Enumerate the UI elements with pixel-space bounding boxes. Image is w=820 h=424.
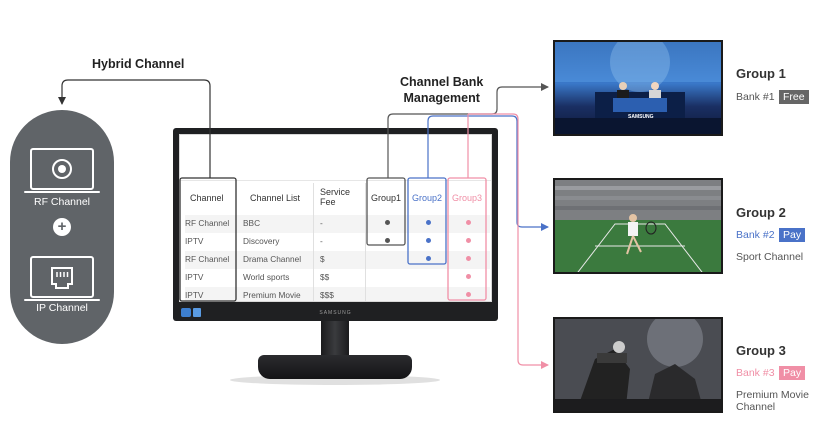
channel-bank-label-line1: Channel Bank [400, 75, 484, 89]
monitor-screen: Channel Channel List Service Fee Group1 … [179, 134, 492, 302]
group3-movie-thumbnail [553, 317, 723, 413]
header-service-fee: Service Fee [320, 187, 350, 207]
group1-badge: Free [779, 90, 809, 104]
header-group2: Group2 [412, 193, 443, 203]
group3-bank: Bank #3 [736, 367, 775, 379]
rf-channel-label: RF Channel [33, 196, 91, 208]
group1-bank: Bank #1 [736, 91, 775, 103]
rf-channel-tv-icon [24, 148, 100, 193]
news-studio-image [555, 42, 721, 134]
rf-signal-icon [52, 159, 72, 179]
column-divider [365, 183, 366, 301]
group2-description: Sport Channel [736, 251, 804, 263]
channel-bank-label-line2: Management [403, 91, 480, 105]
monitor-bezel: SAMSUNG [173, 302, 498, 321]
cell-channel-list: BBC [243, 218, 261, 228]
group3-dot [466, 292, 471, 297]
hybrid-channel-label: Hybrid Channel [92, 57, 185, 71]
header-service-fee-line2: Fee [320, 197, 336, 207]
source-panel: RF Channel + IP Channel [10, 110, 114, 344]
group3-title: Group 3 [736, 343, 786, 358]
group1-news-thumbnail: SAMSUNG [553, 40, 723, 136]
group3-dot [466, 256, 471, 261]
ethernet-port-icon [51, 267, 73, 289]
table-row-bg [185, 251, 490, 269]
table-row-bg [185, 215, 490, 233]
header-channel: Channel [190, 193, 224, 203]
taskbar-window-icon [193, 308, 201, 317]
taskbar-eye-icon [181, 308, 191, 317]
group3-dot [466, 274, 471, 279]
header-channel-list: Channel List [250, 193, 301, 203]
group2-badge: Pay [779, 228, 806, 242]
group1-title: Group 1 [736, 66, 786, 81]
group1-dot [385, 220, 390, 225]
cell-service-fee: - [320, 236, 323, 246]
cell-service-fee: - [320, 218, 323, 228]
ip-channel-tv-icon [24, 256, 100, 301]
cell-channel-list: Premium Movie [243, 290, 301, 300]
header-group3: Group3 [452, 193, 483, 203]
group1-dot [385, 238, 390, 243]
group3-description-line1: Premium Movie [736, 389, 809, 401]
group2-dot [426, 220, 431, 225]
header-service-fee-line1: Service [320, 187, 351, 197]
group3-description: Premium Movie Channel [736, 389, 809, 413]
group3-dot [466, 220, 471, 225]
cell-channel: RF Channel [185, 218, 230, 228]
group2-tennis-thumbnail [553, 178, 723, 274]
cell-channel: IPTV [185, 236, 204, 246]
header-group1: Group1 [371, 193, 402, 203]
monitor-brand: SAMSUNG [319, 310, 352, 316]
cell-channel: IPTV [185, 290, 204, 300]
plus-icon: + [53, 218, 71, 236]
column-divider [313, 183, 314, 301]
monitor-neck [321, 320, 349, 360]
group3-dot [466, 238, 471, 243]
cell-channel-list: Drama Channel [243, 254, 302, 264]
cell-channel: IPTV [185, 272, 204, 282]
group2-dot [426, 238, 431, 243]
movie-scene-image [555, 319, 721, 411]
monitor-base [258, 355, 412, 379]
cell-channel-list: Discovery [243, 236, 280, 246]
channel-bank-management-label: Channel Bank Management [400, 74, 483, 106]
cell-channel-list: World sports [243, 272, 290, 282]
cell-service-fee: $$$ [320, 290, 334, 300]
tennis-image [555, 180, 721, 272]
monitor-shadow [230, 375, 440, 385]
group2-bank: Bank #2 [736, 229, 775, 241]
group2-dot [426, 256, 431, 261]
group3-badge: Pay [779, 366, 806, 380]
news-desk-brand: SAMSUNG [628, 114, 654, 120]
group2-title: Group 2 [736, 205, 786, 220]
ip-channel-label: IP Channel [36, 302, 88, 314]
cell-service-fee: $ [320, 254, 325, 264]
table-row-bg [185, 287, 490, 301]
cell-channel: RF Channel [185, 254, 230, 264]
monitor: Channel Channel List Service Fee Group1 … [173, 128, 498, 321]
cell-service-fee: $$ [320, 272, 330, 282]
screen-header-area [180, 135, 491, 181]
group3-description-line2: Channel [736, 401, 776, 413]
